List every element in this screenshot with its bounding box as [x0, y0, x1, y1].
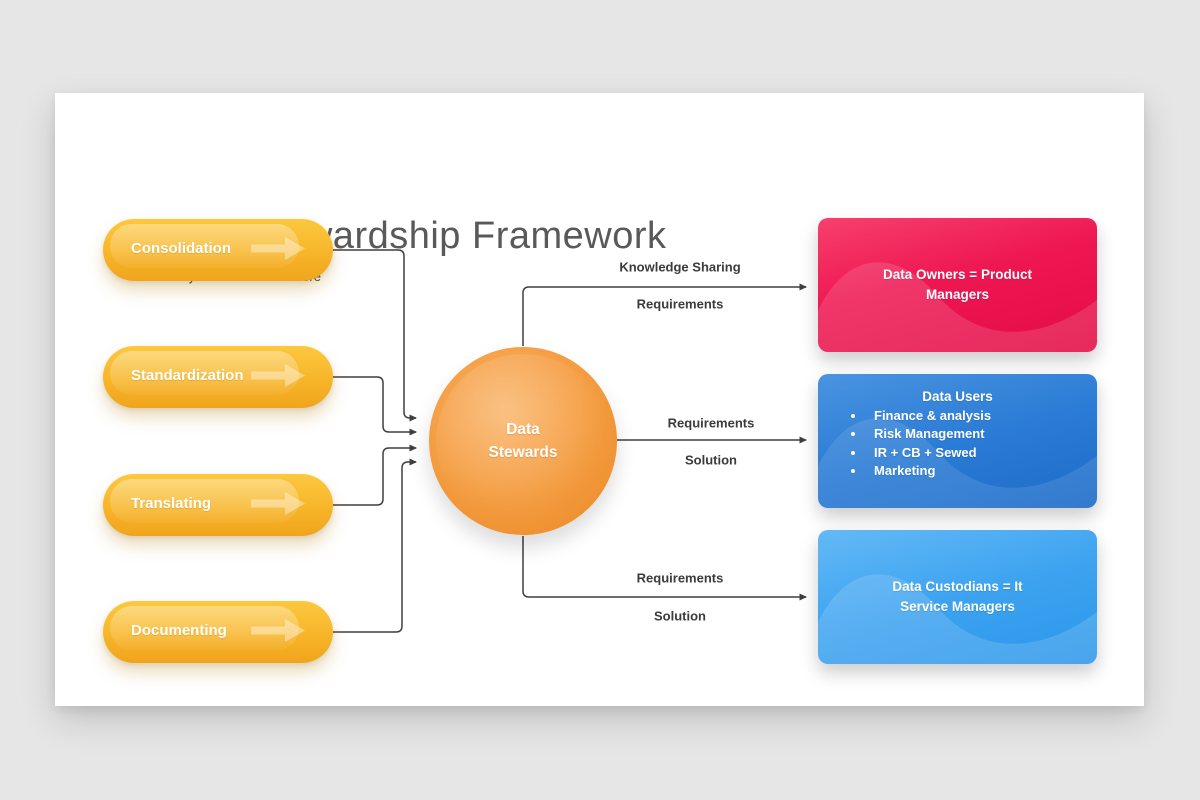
arrow-right-icon: [251, 492, 305, 515]
hub-label: Data Stewards: [488, 421, 558, 461]
card-data-owners: Data Owners = Product Managers: [818, 218, 1097, 352]
hub-data-stewards: Data Stewards: [429, 347, 617, 535]
pill-label: Translating: [131, 494, 212, 512]
process-pill-translating: Translating: [103, 474, 333, 536]
bullet-item: IR + CB + Sewed: [866, 444, 1087, 462]
connector-label-requirements-top: Requirements: [636, 296, 724, 312]
process-pill-documenting: Documenting: [103, 601, 333, 663]
connector-label-knowledge-sharing: Knowledge Sharing: [619, 259, 741, 275]
wave-decoration: [818, 262, 1097, 352]
process-pill-consolidation: Consolidation: [103, 219, 333, 281]
connector-label-solution-bottom: Solution: [654, 608, 706, 624]
bullet-item: Risk Management: [866, 425, 1087, 443]
arrow-right-icon: [251, 364, 305, 387]
card-bullet-list: Finance & analysis Risk Management IR + …: [818, 407, 1097, 481]
wave-decoration: [818, 418, 1097, 508]
wave-decoration: [818, 574, 1097, 664]
card-data-custodians: Data Custodians = It Service Managers: [818, 530, 1097, 664]
bullet-item: Marketing: [866, 462, 1087, 480]
connector-label-solution-middle: Solution: [685, 452, 737, 468]
card-text: Data Owners = Product Managers: [883, 267, 1032, 302]
pill-label: Consolidation: [131, 239, 231, 257]
arrow-right-icon: [251, 619, 305, 642]
arrow-right-icon: [251, 237, 305, 260]
pill-label: Documenting: [131, 621, 227, 639]
bullet-item: Finance & analysis: [866, 407, 1087, 425]
card-data-users: Data Users Finance & analysis Risk Manag…: [818, 374, 1097, 508]
process-pill-standardization: Standardization: [103, 346, 333, 408]
connector-label-requirements-bottom: Requirements: [636, 570, 724, 586]
pill-label: Standardization: [131, 366, 244, 384]
card-title: Data Users: [922, 389, 993, 404]
connector-label-requirements-middle: Requirements: [667, 415, 755, 431]
card-text: Data Custodians = It Service Managers: [892, 579, 1023, 614]
